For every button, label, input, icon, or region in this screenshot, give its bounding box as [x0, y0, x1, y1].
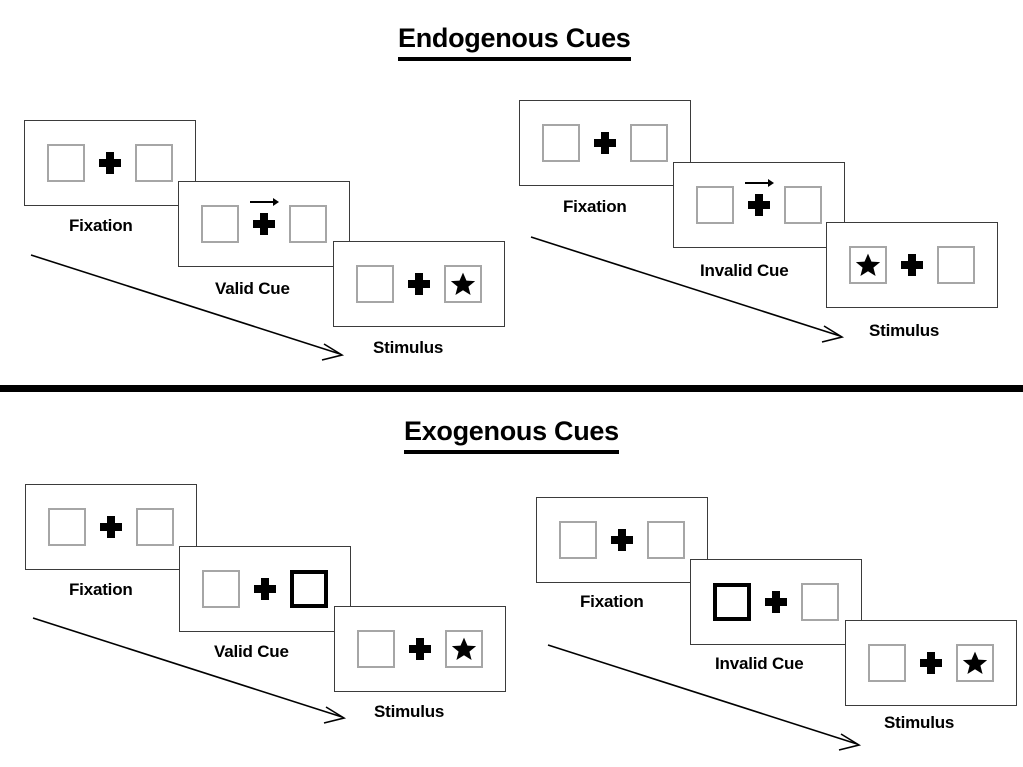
placeholder-box-right [784, 186, 822, 224]
placeholder-box-left [47, 144, 85, 182]
center-slot [86, 516, 136, 538]
center-slot [597, 529, 647, 551]
fixation-cross-icon [748, 194, 770, 216]
fixation-cross-icon [765, 591, 787, 613]
star-icon [962, 651, 988, 675]
fixation-cross-icon [901, 254, 923, 276]
center-slot [580, 132, 630, 154]
placeholder-box-left-cued [713, 583, 751, 621]
placeholder-box-right-cued [290, 570, 328, 608]
frame-exogenous-valid-fixation [25, 484, 197, 570]
fixation-cross-icon [920, 652, 942, 674]
center-slot [734, 179, 784, 216]
frame-endogenous-invalid-stimulus [826, 222, 998, 308]
placeholder-box-left [696, 186, 734, 224]
frame-endogenous-valid-cue [178, 181, 350, 267]
fixation-cross-icon [408, 273, 430, 295]
section-divider [0, 385, 1023, 392]
placeholder-box-right-target [445, 630, 483, 668]
placeholder-box-left [868, 644, 906, 682]
frame-exogenous-invalid-stimulus [845, 620, 1017, 706]
star-icon [451, 637, 477, 661]
fixation-cross-icon [611, 529, 633, 551]
frame-endogenous-invalid-fixation [519, 100, 691, 186]
label-endogenous-invalid-cue: Invalid Cue [700, 261, 789, 280]
label-exogenous-invalid-fixation: Fixation [580, 592, 644, 611]
time-flow-arrow-icon [30, 254, 345, 361]
label-exogenous-invalid-cue: Invalid Cue [715, 654, 804, 673]
placeholder-box-right [136, 508, 174, 546]
placeholder-box-right [630, 124, 668, 162]
fixation-cross-icon [253, 213, 275, 235]
label-exogenous-invalid-stimulus: Stimulus [884, 713, 955, 732]
placeholder-box-left [559, 521, 597, 559]
placeholder-box-right-target [956, 644, 994, 682]
section-title-endogenous: Endogenous Cues [398, 25, 631, 61]
fixation-cross-icon [594, 132, 616, 154]
fixation-cross-icon [409, 638, 431, 660]
label-endogenous-valid-fixation: Fixation [69, 216, 133, 235]
placeholder-box-left [48, 508, 86, 546]
placeholder-box-right [937, 246, 975, 284]
label-endogenous-invalid-stimulus: Stimulus [869, 321, 940, 340]
frame-exogenous-valid-cue [179, 546, 351, 632]
frame-exogenous-valid-stimulus [334, 606, 506, 692]
placeholder-box-left [202, 570, 240, 608]
label-exogenous-valid-stimulus: Stimulus [374, 702, 445, 721]
star-icon [450, 272, 476, 296]
center-slot [85, 152, 135, 174]
frame-endogenous-valid-stimulus [333, 241, 505, 327]
placeholder-box-right [801, 583, 839, 621]
center-slot [751, 591, 801, 613]
center-slot [887, 254, 937, 276]
label-endogenous-invalid-fixation: Fixation [563, 197, 627, 216]
arrow-right-icon [745, 179, 774, 187]
placeholder-box-left-target [849, 246, 887, 284]
center-slot [239, 198, 289, 235]
label-endogenous-valid-cue: Valid Cue [215, 279, 290, 298]
center-slot [395, 638, 445, 660]
placeholder-box-left [357, 630, 395, 668]
placeholder-box-right [135, 144, 173, 182]
frame-exogenous-invalid-cue [690, 559, 862, 645]
fixation-cross-icon [99, 152, 121, 174]
placeholder-box-right [647, 521, 685, 559]
placeholder-box-right [289, 205, 327, 243]
center-slot [240, 578, 290, 600]
center-slot [394, 273, 444, 295]
time-flow-arrow-icon [530, 236, 845, 343]
placeholder-box-left [201, 205, 239, 243]
label-exogenous-valid-cue: Valid Cue [214, 642, 289, 661]
placeholder-box-left [356, 265, 394, 303]
fixation-cross-icon [254, 578, 276, 600]
arrow-right-icon [250, 198, 279, 206]
label-endogenous-valid-stimulus: Stimulus [373, 338, 444, 357]
placeholder-box-left [542, 124, 580, 162]
time-flow-arrow-icon [32, 617, 347, 724]
center-slot [906, 652, 956, 674]
frame-exogenous-invalid-fixation [536, 497, 708, 583]
label-exogenous-valid-fixation: Fixation [69, 580, 133, 599]
star-icon [855, 253, 881, 277]
placeholder-box-right-target [444, 265, 482, 303]
fixation-cross-icon [100, 516, 122, 538]
time-flow-arrow-icon [547, 644, 862, 751]
section-title-exogenous: Exogenous Cues [404, 418, 619, 454]
frame-endogenous-invalid-cue [673, 162, 845, 248]
frame-endogenous-valid-fixation [24, 120, 196, 206]
